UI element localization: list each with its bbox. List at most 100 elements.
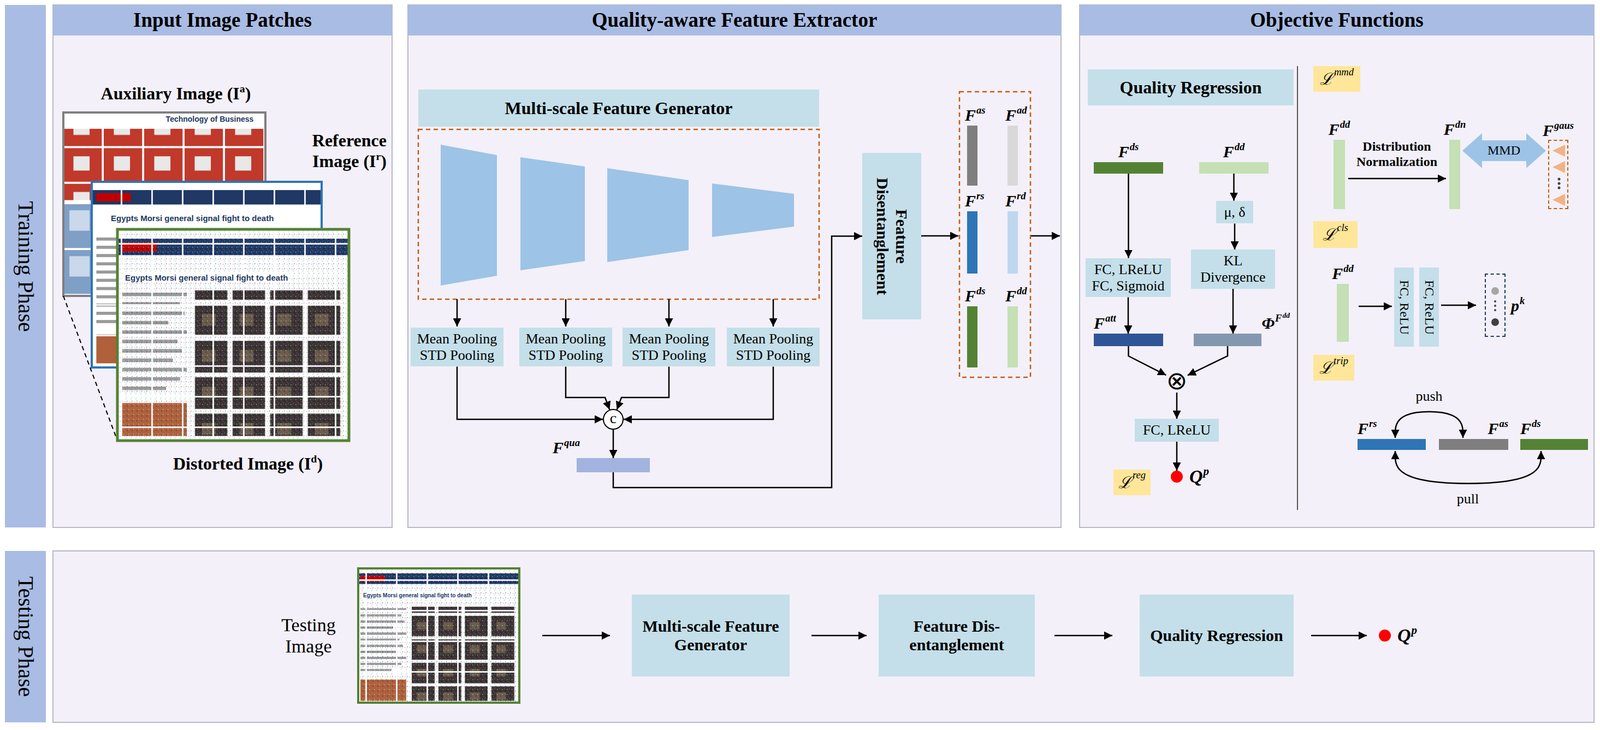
symbol-text: Q (1397, 625, 1412, 646)
outside-label: Qp (1189, 466, 1210, 487)
probability-dot (1491, 318, 1499, 327)
superscript-text: rd (1016, 190, 1027, 202)
outside-label: Fas (964, 105, 986, 124)
multiply-glyph: ⊗ (1166, 368, 1188, 394)
symbol-text: Φ (1261, 313, 1275, 333)
superscript-text: ad (1016, 104, 1028, 116)
feature-bar: Fds (1520, 439, 1588, 450)
outside-label: Fdd (1328, 120, 1351, 139)
screenshot-text: Egypts Morsi general signal fight to dea… (123, 273, 290, 283)
concat-circle: c (602, 409, 624, 430)
outside-label: Frs (964, 191, 985, 210)
outside-label: Fdd (1223, 142, 1246, 161)
superscript-text: qua (564, 437, 580, 449)
process-box: FC, LReLU (1134, 418, 1219, 442)
label-text: ) (380, 151, 387, 171)
outside-label: Frd (1005, 191, 1027, 210)
distorted-image (117, 229, 349, 441)
feature-bar: Fdn (1449, 139, 1461, 210)
process-box: Mean PoolingSTD Pooling (726, 327, 821, 367)
process-box: Multi-scale Feature Generator (418, 89, 820, 127)
box-text: μ, δ (1223, 204, 1246, 221)
outside-label: Fdd (1331, 264, 1354, 283)
box-text: FC, Sigmoid (1092, 277, 1165, 295)
symbol-text: F (964, 286, 976, 305)
connector (1127, 297, 1130, 334)
loss-tag: ℒtrip (1313, 354, 1355, 381)
connector (1395, 451, 1542, 484)
outside-label: Fgaus (1542, 121, 1574, 140)
process-box: Feature Dis- entanglement (878, 594, 1035, 677)
box-text: KL Divergence (1196, 252, 1270, 286)
connector (1233, 173, 1235, 201)
symbol-text: F (1443, 120, 1455, 139)
probability-dot (1491, 287, 1499, 295)
symbol-text: F (1005, 286, 1017, 305)
symbol-text: F (1328, 120, 1340, 139)
rotated-text: FC, ReLU (1396, 270, 1412, 344)
symbol-text: F (1520, 419, 1532, 438)
superscript-text: dd (1340, 119, 1351, 130)
dashed-leader (63, 295, 118, 441)
symbol-text: F (964, 105, 976, 124)
superscript-text: dd (1234, 141, 1246, 153)
symbol-text: p (1510, 296, 1520, 315)
panel-background (52, 4, 393, 528)
outside-label: Testing Image (267, 614, 350, 657)
screenshot-text: Technology of Business (164, 114, 256, 124)
connector (1176, 392, 1178, 419)
connector (1127, 173, 1130, 259)
box-text: FC, ReLU (1396, 270, 1412, 344)
panel-backgrounds (52, 4, 1594, 723)
feature-box: pk (1484, 273, 1506, 337)
connector (1441, 304, 1477, 307)
feature-bar: Fad (1007, 125, 1018, 186)
panel-background (52, 550, 1594, 723)
box-text: FC, LReLU (1094, 261, 1163, 278)
feature-bar: Fds (967, 306, 978, 368)
box-text: STD Pooling (528, 347, 604, 364)
process-box: Multi-scale Feature Generator (631, 594, 790, 677)
feature-bar: Fas (1438, 439, 1509, 450)
superscript-text: att (1105, 312, 1117, 324)
superscript-text: r (376, 150, 382, 164)
box-text: Multi-scale Feature Generator (637, 617, 785, 655)
superscript-text: cls (1336, 222, 1349, 234)
section-panel: Objective FunctionsQuality RegressionFds… (1079, 4, 1594, 528)
concat-symbol: c (609, 410, 617, 426)
process-box: Feature Disentanglement (862, 152, 922, 320)
superscript-text: k (1519, 295, 1525, 307)
outside-label: Fatt (1093, 313, 1117, 333)
process-box: Mean PoolingSTD Pooling (519, 327, 613, 367)
box-text: FC, LReLU (1142, 422, 1211, 439)
divider-line (1296, 66, 1299, 511)
output-dot: Qp (1170, 470, 1183, 483)
process-box: FC, ReLU (1394, 267, 1414, 347)
ellipsis-dots (1494, 178, 1561, 312)
label-text: Auxiliary Image (I (101, 83, 240, 104)
process-box: KL Divergence (1190, 249, 1276, 289)
label-text: Reference Image (I (312, 130, 387, 171)
feature-bar: Fdd (1199, 162, 1269, 174)
gaussian-samples (1552, 144, 1566, 206)
symbol-text: F (1331, 264, 1343, 283)
dashed-group (959, 91, 1031, 378)
box-text: Mean Pooling (525, 330, 607, 348)
superscript-text: dn (1455, 119, 1467, 130)
box-text: STD Pooling (419, 347, 495, 364)
outside-label: Fds (1118, 142, 1140, 161)
image-frame: Testing Image (357, 567, 521, 704)
section-panel: Quality-aware Feature ExtractorMulti-sca… (407, 4, 1062, 528)
superscript-text: ds (1531, 418, 1542, 430)
label-text: ) (316, 453, 323, 474)
feature-bar: Fds (1093, 162, 1164, 174)
process-box: Mean PoolingSTD Pooling (410, 327, 505, 367)
superscript-text: p (1411, 624, 1418, 637)
label-text: Distorted Image (I (173, 453, 311, 474)
connector (1358, 305, 1392, 308)
loss-tag: ℒmmd (1313, 66, 1361, 92)
symbol-text: F (964, 191, 976, 210)
outside-label: ΦFdd (1261, 313, 1290, 333)
panel-background (407, 4, 1062, 528)
symbol-text: ℒ (1118, 473, 1133, 492)
